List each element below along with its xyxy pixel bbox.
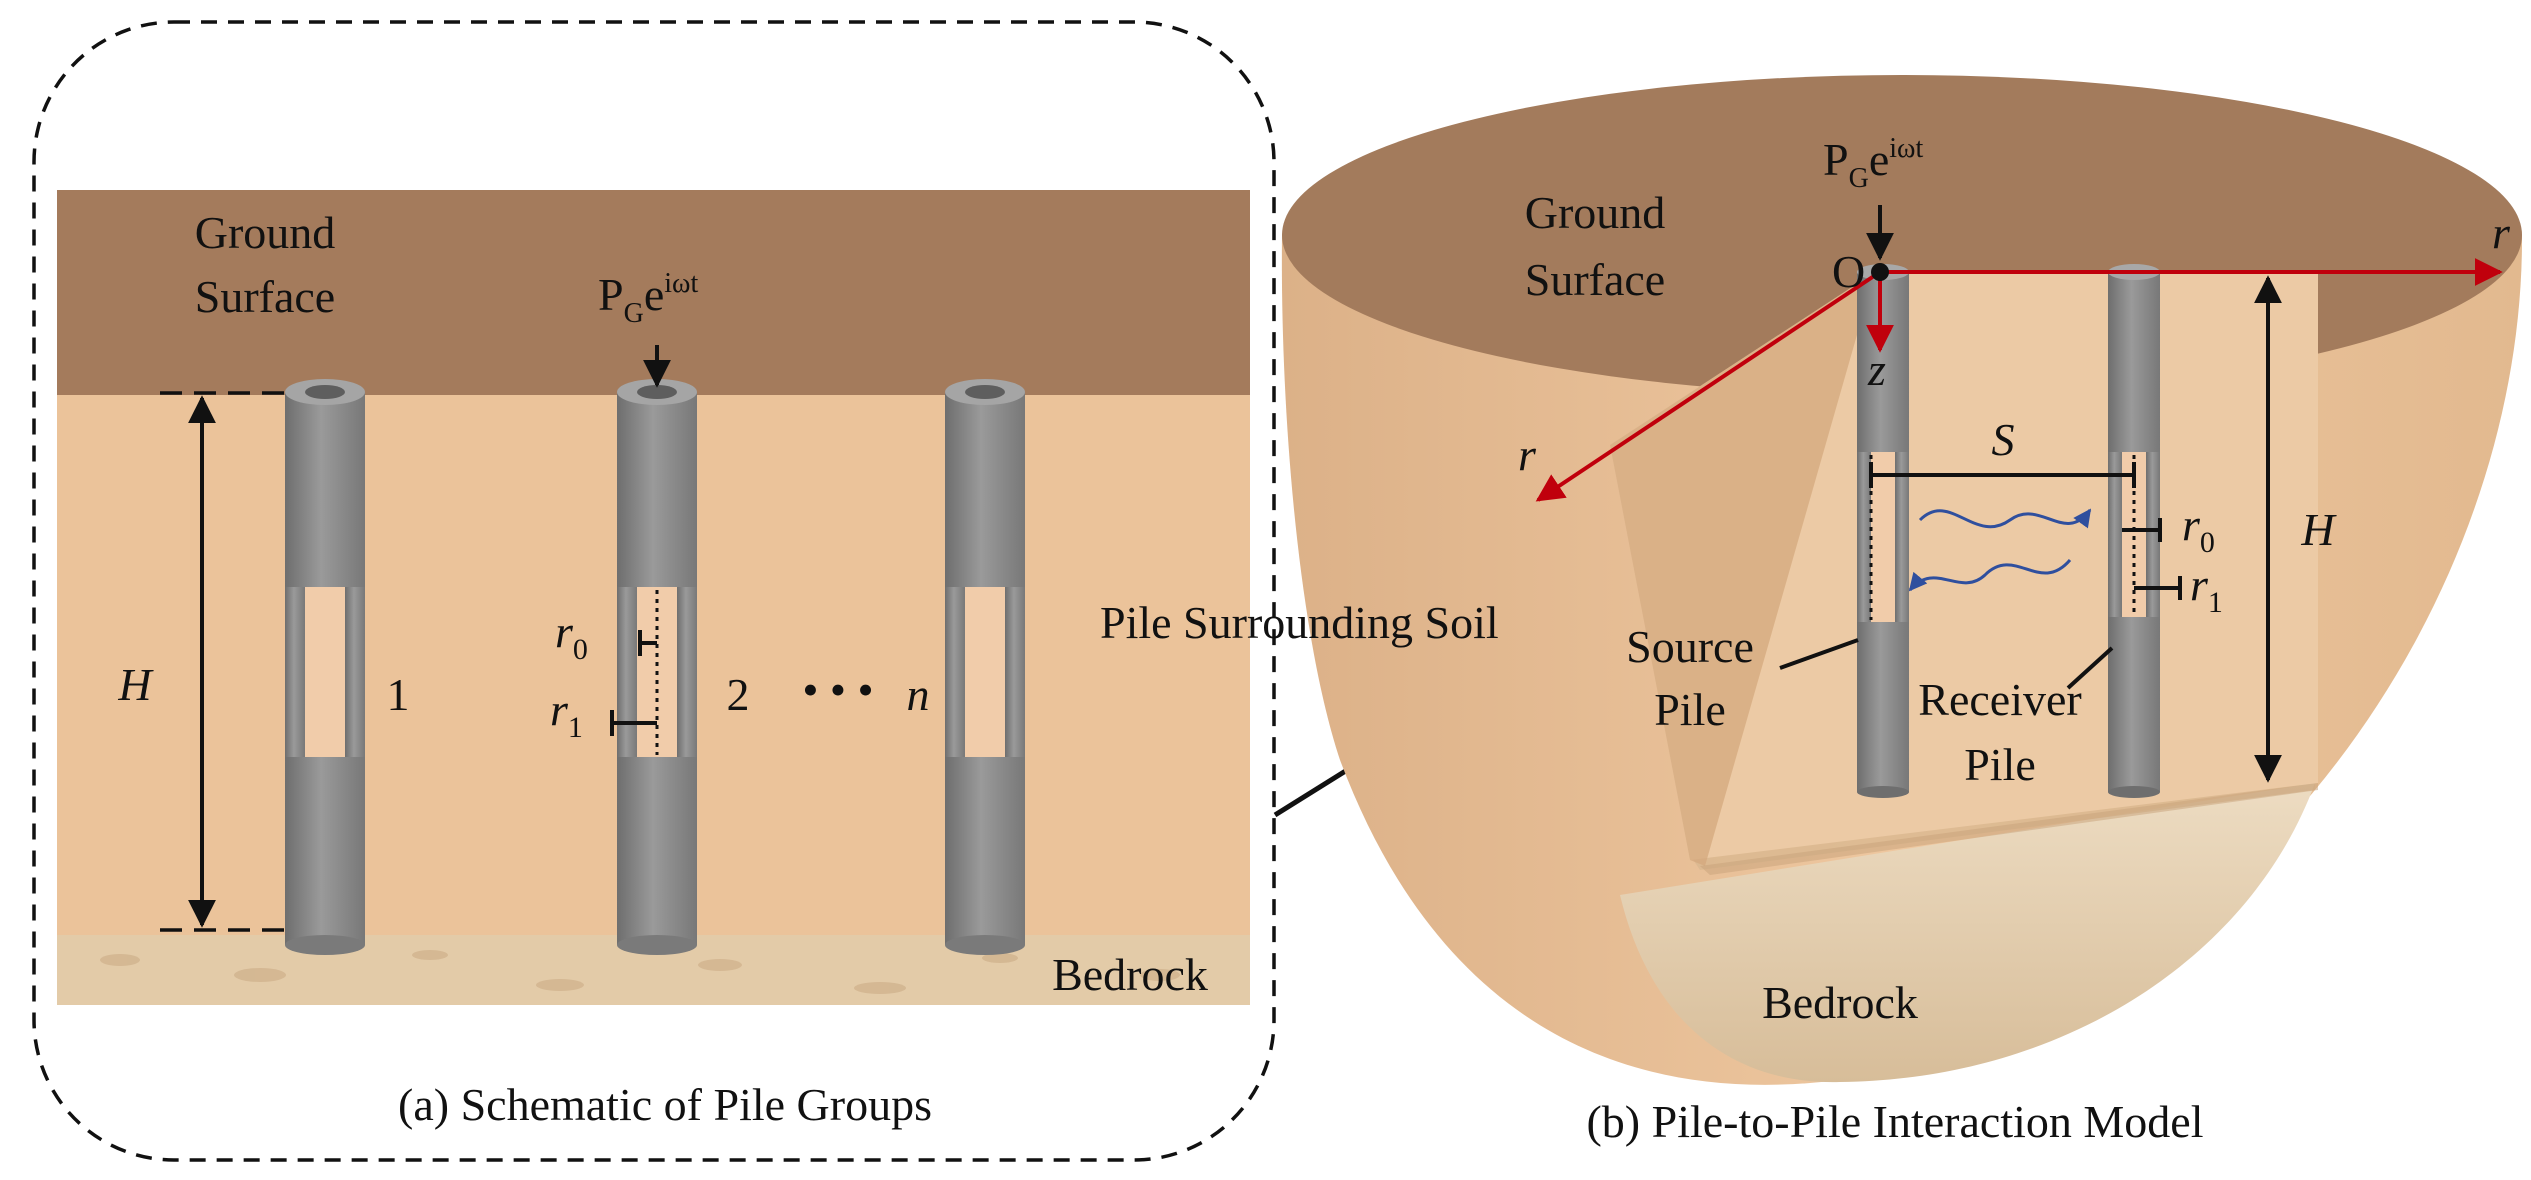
caption-a: (a) Schematic of Pile Groups xyxy=(398,1079,932,1130)
ellipsis-label: • • • xyxy=(802,664,873,715)
caption-b: (b) Pile-to-Pile Interaction Model xyxy=(1586,1096,2203,1147)
origin-label: O xyxy=(1832,246,1865,297)
bedrock-bowl xyxy=(1620,783,2315,1083)
height-label-a: H xyxy=(117,659,154,710)
receiver-pile-label: Receiver xyxy=(1918,674,2081,725)
panel-a-dashed-frame xyxy=(32,20,1276,1162)
source-pile xyxy=(1857,264,1909,798)
ground-surface-label-a-2: Surface xyxy=(195,271,335,322)
axis-z-label: z xyxy=(1867,344,1886,395)
pile-label-n: n xyxy=(907,669,930,720)
spacing-label: S xyxy=(1992,414,2015,465)
load-label-a: PGeiωt xyxy=(598,268,698,329)
source-pile-label-2: Pile xyxy=(1654,684,1726,735)
axis-r-left-label: r xyxy=(1518,429,1537,480)
r0-label-b: r0 xyxy=(2182,499,2215,559)
receiver-pile-leader xyxy=(2066,646,2114,690)
bedrock-label-a: Bedrock xyxy=(1052,949,1208,1000)
origin-point xyxy=(1871,263,1889,281)
source-pile-leader xyxy=(1779,638,1859,670)
panel-a: Ground Surface H 1 xyxy=(32,20,1276,1162)
pile-2 xyxy=(617,379,697,955)
pile-label-1: 1 xyxy=(387,669,410,720)
r1-label-a: r1 xyxy=(550,684,583,744)
panel-b: Ground Surface r r z xyxy=(1100,75,2523,1147)
soil-label: Pile Surrounding Soil xyxy=(1100,597,1499,648)
bedrock-label-b: Bedrock xyxy=(1762,977,1918,1028)
source-pile-label: Source xyxy=(1626,621,1754,672)
wave-incoming xyxy=(1908,559,2072,592)
pile-label-2: 2 xyxy=(727,669,750,720)
ground-surface-label-a: Ground xyxy=(195,207,336,258)
axis-r-right-label: r xyxy=(2492,207,2511,258)
r1-label-b: r1 xyxy=(2190,559,2223,619)
axis-r-left xyxy=(1535,270,1882,502)
pile-n xyxy=(945,379,1025,955)
height-label-b: H xyxy=(2300,504,2337,555)
receiver-pile-label-2: Pile xyxy=(1964,739,2036,790)
ground-surface-label-b-2: Surface xyxy=(1525,254,1665,305)
receiver-pile xyxy=(2108,264,2160,798)
pile-1 xyxy=(285,379,365,955)
r0-label-a: r0 xyxy=(555,606,588,666)
wave-outgoing xyxy=(1918,508,2092,529)
ground-surface-label-b: Ground xyxy=(1525,187,1666,238)
load-label-b: PGeiωt xyxy=(1823,133,1923,194)
